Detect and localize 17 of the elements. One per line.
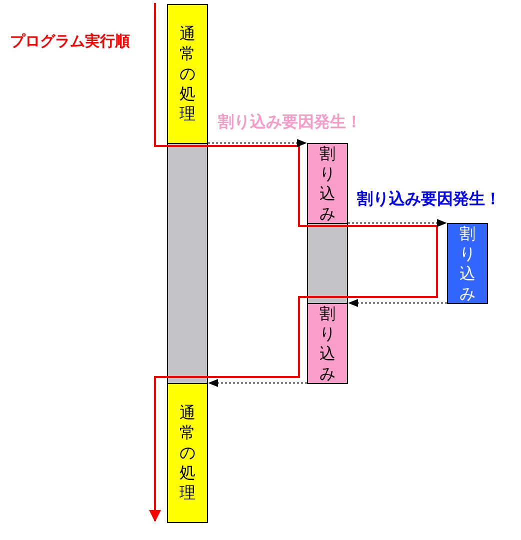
dotted-arrow: [208, 379, 308, 387]
bar-label: 割り込み: [459, 224, 476, 304]
suspended-bar: [307, 223, 348, 304]
process-bar: [167, 4, 208, 144]
interrupt-bar: [307, 143, 348, 224]
dotted-arrow: [208, 139, 308, 147]
bar-label: 割り込み: [319, 144, 336, 224]
bar-label: 通常の処理: [179, 24, 196, 124]
dotted-arrow: [348, 299, 448, 307]
suspended-bar: [167, 143, 208, 384]
interrupt-bar: [447, 223, 488, 304]
bar-label: 割り込み: [319, 304, 336, 384]
process-bar: [167, 383, 208, 523]
dotted-arrow: [348, 219, 448, 227]
direction-label: プログラム実行順: [10, 33, 130, 50]
bar-label: 通常の処理: [179, 403, 196, 503]
interrupt-bar: [307, 303, 348, 384]
